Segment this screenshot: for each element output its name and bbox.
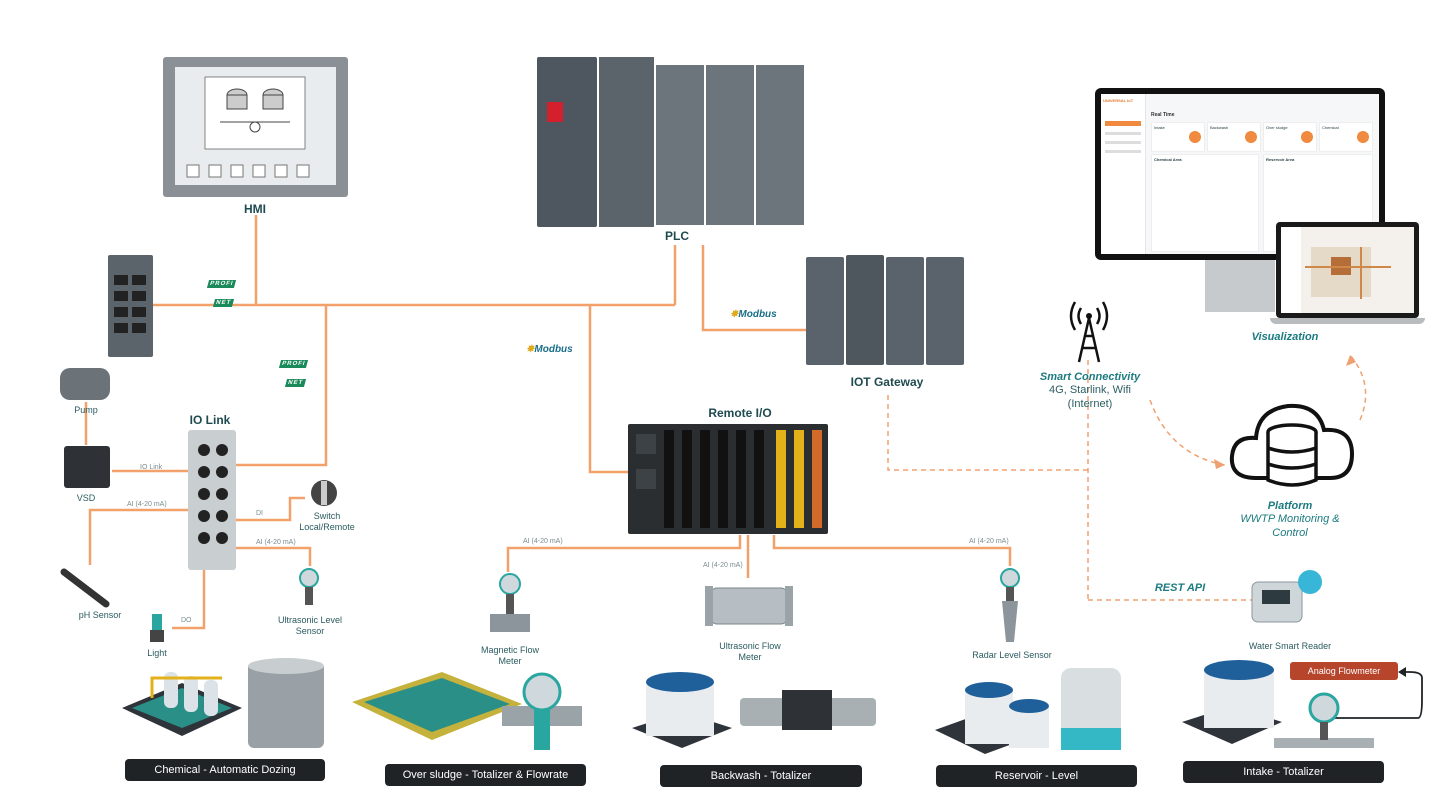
dashboard-header: Real Time xyxy=(1151,112,1175,118)
dashboard-card-2: Backwash xyxy=(1207,122,1261,152)
connectivity-block: Smart Connectivity 4G, Starlink, Wifi (I… xyxy=(1039,371,1141,410)
vsd-label: VSD xyxy=(76,493,96,503)
hmi-process-graphic xyxy=(186,76,310,178)
visualization-label: Visualization xyxy=(1251,331,1319,343)
station-pill-chemical: Chemical - Automatic Dozing xyxy=(125,759,325,781)
water-smart-reader-icon xyxy=(1248,566,1324,630)
plc-io-module-1 xyxy=(656,65,704,225)
monitor-stand xyxy=(1205,260,1275,312)
station-pill-oversludge: Over sludge - Totalizer & Flowrate xyxy=(385,764,586,786)
plc-cpu xyxy=(599,57,654,227)
pump-label: Pump xyxy=(74,405,98,415)
signal-io-link: IO Link xyxy=(140,464,163,471)
signal-ai-magnetic: AI (4-20 mA) xyxy=(523,538,563,545)
plc-power-supply xyxy=(537,57,597,227)
modbus-logo-1: ✸Modbus xyxy=(526,344,573,355)
cell-tower-icon xyxy=(1062,296,1116,364)
iot-gateway-device xyxy=(806,255,966,367)
remote-io-label: Remote I/O xyxy=(708,406,772,420)
vsd-icon xyxy=(64,446,110,488)
dashboard-card-3: Over sludge xyxy=(1263,122,1317,152)
hmi-panel xyxy=(163,57,348,197)
dashboard-sidebar: UNIVERSAL IoT xyxy=(1101,94,1146,254)
signal-do: DO xyxy=(181,617,192,624)
station-pill-intake: Intake - Totalizer xyxy=(1183,761,1384,783)
modbus-logo-2: ✸Modbus xyxy=(730,309,777,320)
signal-ai-ultrasonic-flow: AI (4-20 mA) xyxy=(703,562,743,569)
switch-icon xyxy=(306,478,342,508)
rest-api-label: REST API xyxy=(1154,582,1206,594)
intake-station-illustration xyxy=(1182,660,1382,756)
chemical-station-illustration xyxy=(122,658,332,754)
station-pill-backwash: Backwash - Totalizer xyxy=(660,765,862,787)
dashboard-card-1: Intake xyxy=(1151,122,1205,152)
radar-level-sensor-icon xyxy=(990,566,1030,644)
radar-level-label: Radar Level Sensor xyxy=(972,650,1052,660)
ph-sensor-label: pH Sensor xyxy=(78,610,122,620)
profinet-logo-2: PROFI NET xyxy=(278,352,309,389)
io-link-module xyxy=(188,430,236,570)
analog-flowmeter-tag: Analog Flowmeter xyxy=(1290,662,1398,680)
light-icon xyxy=(150,614,164,642)
hmi-screen xyxy=(175,67,336,185)
dashboard-section-1: Chemical Area xyxy=(1151,154,1259,252)
hmi-label: HMI xyxy=(244,202,266,216)
station-pill-reservoir: Reservoir - Level xyxy=(936,765,1137,787)
plc-io-module-3 xyxy=(756,65,804,225)
backwash-station-illustration xyxy=(632,668,880,754)
plc-io-module-2 xyxy=(706,65,754,225)
plc-rack xyxy=(537,57,807,227)
laptop-screen xyxy=(1281,227,1414,313)
signal-ai-radar: AI (4-20 mA) xyxy=(969,538,1009,545)
ultrasonic-level-sensor-icon xyxy=(298,568,320,606)
platform-cloud-database-icon xyxy=(1226,390,1358,495)
plc-label: PLC xyxy=(665,229,689,243)
io-link-label: IO Link xyxy=(189,413,231,427)
ultrasonic-flow-meter-icon xyxy=(705,578,793,634)
oversludge-station-illustration xyxy=(352,662,592,752)
network-switch xyxy=(108,255,153,357)
signal-ai-ultrasonic: AI (4-20 mA) xyxy=(256,539,296,546)
signal-ai-ph: AI (4-20 mA) xyxy=(127,501,167,508)
signal-di: DI xyxy=(256,510,263,517)
water-smart-reader-label: Water Smart Reader xyxy=(1248,641,1332,651)
laptop-base xyxy=(1270,318,1425,324)
laptop-screen-frame xyxy=(1276,222,1419,318)
profinet-logo-1: PROFI NET xyxy=(206,272,237,309)
platform-block: Platform WWTP Monitoring & Control xyxy=(1240,500,1340,539)
reservoir-station-illustration xyxy=(935,650,1125,758)
ph-sensor-icon xyxy=(56,568,116,608)
remote-io-device xyxy=(628,424,828,534)
light-label: Light xyxy=(147,648,167,658)
iot-gateway-label: IOT Gateway xyxy=(850,375,924,389)
dashboard-card-4: Chemical xyxy=(1319,122,1373,152)
magnetic-flow-meter-icon xyxy=(488,572,532,642)
pump-icon xyxy=(60,368,110,400)
